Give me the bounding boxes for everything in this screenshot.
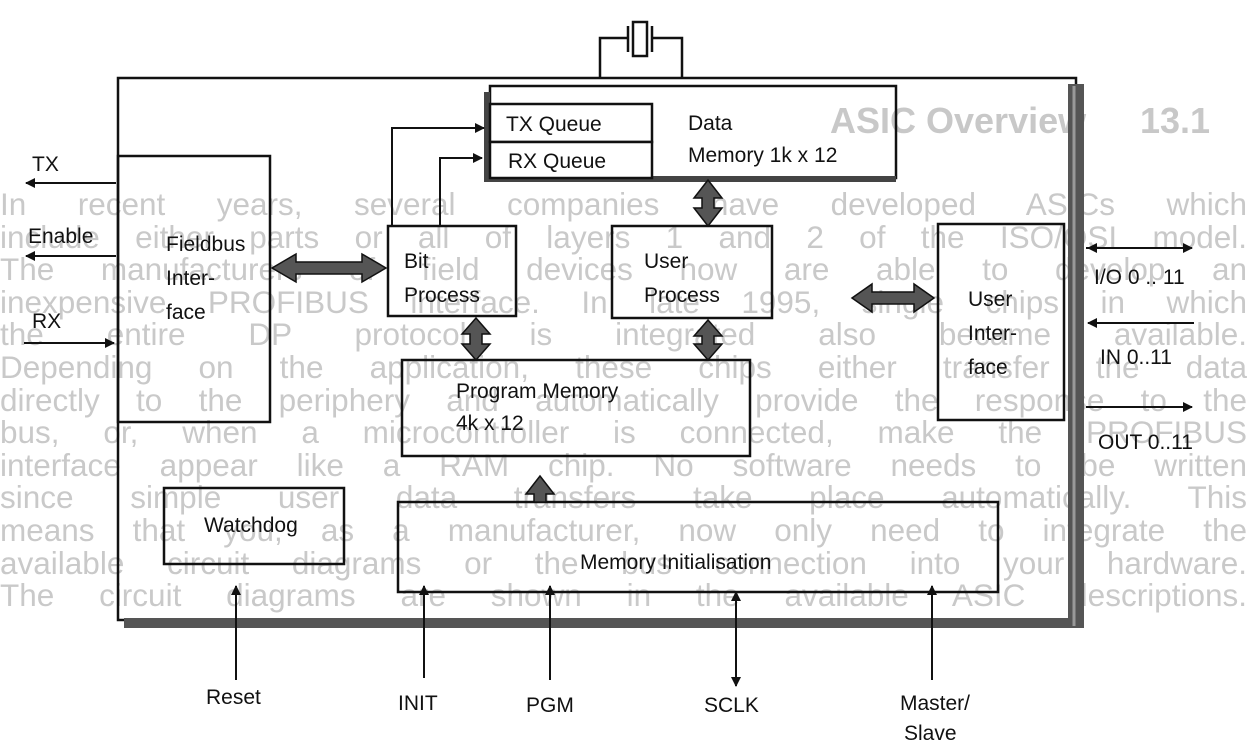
memory-initialisation-label: Memory Initialisation xyxy=(580,551,771,574)
bit-process-label-line1: Bit xyxy=(404,250,429,273)
reset-signal-label: Reset xyxy=(206,686,261,709)
io-signal-label: I/O 0 .. 11 xyxy=(1094,266,1185,289)
fieldbus-interface-block: Fieldbus Inter- face xyxy=(116,154,272,424)
bus-arrows xyxy=(270,178,936,503)
program-memory-label-line1: Program Memory xyxy=(456,380,619,403)
bottom-signals xyxy=(231,585,937,687)
program-memory-block: Program Memory 4k x 12 xyxy=(400,358,752,458)
tx-queue-block: TX Queue xyxy=(488,102,654,144)
watchdog-label: Watchdog xyxy=(204,514,298,537)
data-memory-label-line1: Data xyxy=(688,112,733,135)
queue-connectors xyxy=(391,123,485,226)
rx-signal-label: RX xyxy=(32,310,61,333)
rx-queue-block: RX Queue xyxy=(488,140,654,180)
pgm-signal-label: PGM xyxy=(526,694,574,717)
tx-queue-label: TX Queue xyxy=(506,113,602,136)
sclk-signal-label: SCLK xyxy=(704,694,759,717)
program-memory-label-line2: 4k x 12 xyxy=(456,412,524,435)
datamemory-userprocess-arrow xyxy=(692,178,724,228)
memory-initialisation-block: Memory Initialisation xyxy=(396,500,1000,594)
fieldbus-label-line1: Fieldbus xyxy=(166,233,245,256)
userprocess-programmemory-arrow xyxy=(692,318,724,362)
user-interface-label-line1: User xyxy=(968,288,1012,311)
user-process-label-line1: User xyxy=(644,250,688,273)
bit-process-label-line2: Process xyxy=(404,284,480,307)
watchdog-block: Watchdog xyxy=(162,486,346,566)
user-interface-block: User Inter- face xyxy=(936,222,1066,422)
fieldbus-label-line3: face xyxy=(166,301,206,324)
user-interface-label-line3: face xyxy=(968,356,1008,379)
in-signal-label: IN 0..11 xyxy=(1100,346,1172,369)
meminit-programmemory-arrow xyxy=(524,474,556,503)
bitprocess-programmemory-arrow xyxy=(460,316,492,362)
master-slave-label-line1: Master/ xyxy=(900,692,970,715)
bit-process-block: Bit Process xyxy=(386,224,518,318)
left-signals xyxy=(24,178,116,348)
tx-signal-label: TX xyxy=(32,153,59,176)
enable-signal-label: Enable xyxy=(28,225,93,248)
fieldbus-bitprocess-arrow xyxy=(270,252,388,284)
user-process-block: User Process xyxy=(610,224,774,320)
user-process-label-line2: Process xyxy=(644,284,720,307)
rx-queue-label: RX Queue xyxy=(508,150,606,173)
userprocess-userinterface-arrow xyxy=(850,282,936,314)
user-interface-label-line2: Inter- xyxy=(968,322,1017,345)
init-signal-label: INIT xyxy=(398,692,438,715)
master-slave-label-line2: Slave xyxy=(904,722,957,745)
out-signal-label: OUT 0..11 xyxy=(1098,431,1193,454)
data-memory-block: Data Memory 1k x 12 xyxy=(484,84,898,182)
right-signals xyxy=(1086,243,1194,412)
crystal-oscillator-icon xyxy=(598,20,684,78)
fieldbus-label-line2: Inter- xyxy=(166,267,215,290)
data-memory-label-line2: Memory 1k x 12 xyxy=(688,144,837,167)
